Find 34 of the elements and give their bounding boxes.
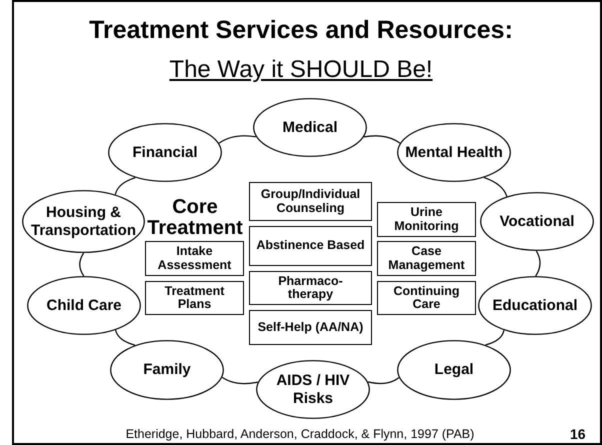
connector-line	[114, 177, 136, 195]
connector-line	[368, 377, 400, 384]
connector-line	[79, 252, 84, 276]
service-box: Abstinence Based	[249, 226, 372, 266]
subtitle: The Way it SHOULD Be!	[169, 55, 433, 85]
service-ellipse: Educational	[478, 276, 592, 335]
connector-line	[485, 330, 505, 346]
service-ellipse: Housing & Transportation	[22, 190, 145, 253]
service-box: Treatment Plans	[145, 281, 244, 315]
connector-line	[535, 250, 541, 276]
service-ellipse: Family	[110, 340, 224, 400]
service-box: Group/Individual Counseling	[249, 182, 372, 221]
service-box: Case Management	[377, 241, 476, 276]
service-box: Urine Monitoring	[377, 202, 476, 237]
section-heading: Core Treatment	[146, 197, 244, 239]
service-box: Pharmaco- therapy	[249, 271, 372, 305]
page-number: 16	[570, 425, 586, 444]
service-box: Continuing Care	[377, 281, 476, 315]
service-ellipse: AIDS / HIV Risks	[256, 360, 370, 419]
connector-line	[484, 176, 508, 197]
connector-line	[115, 330, 136, 346]
connector-line	[222, 376, 258, 384]
service-ellipse: Medical	[253, 98, 367, 157]
title: Treatment Services and Resources:	[88, 18, 514, 43]
service-ellipse: Legal	[397, 340, 511, 400]
service-box: Intake Assessment	[145, 241, 244, 276]
service-ellipse: Child Care	[27, 276, 141, 335]
service-ellipse: Financial	[108, 123, 222, 182]
connector-line	[364, 135, 400, 144]
citation: Etheridge, Hubbard, Anderson, Craddock, & Flynn, 1997 (PAB)	[124, 426, 476, 443]
connector-line	[218, 135, 256, 144]
service-ellipse: Mental Health	[397, 123, 511, 182]
service-box: Self-Help (AA/NA)	[249, 310, 372, 345]
service-ellipse: Vocational	[480, 192, 594, 251]
